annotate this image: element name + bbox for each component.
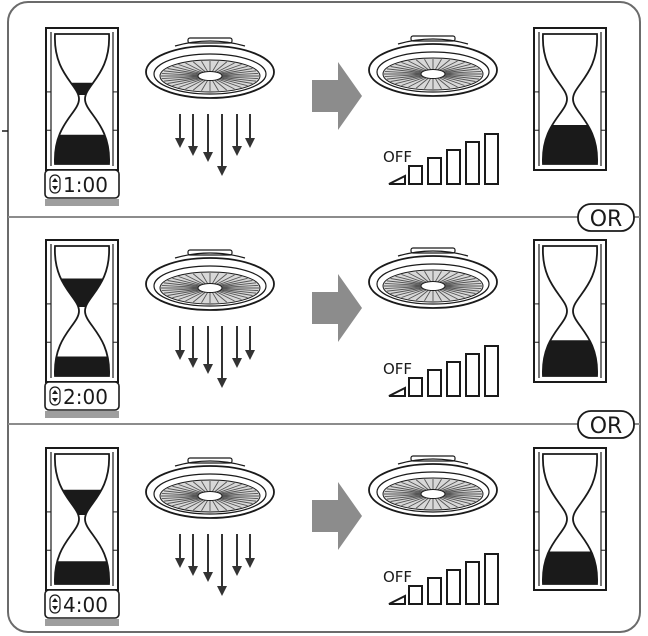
sand-bottom	[542, 125, 598, 164]
divider-1: OR	[8, 203, 640, 232]
hourglass-before-icon	[45, 239, 119, 383]
timer-label: 2:00	[63, 385, 108, 409]
timer-row-1: 1:00 OFF	[44, 27, 607, 206]
sand-bottom	[54, 356, 110, 376]
airflow-arrows-icon	[175, 326, 255, 388]
speed-level-icon	[388, 553, 499, 605]
airflow-arrows-icon	[175, 114, 255, 176]
timer-setting: 1:00	[44, 169, 120, 206]
fan-after-icon	[368, 247, 498, 309]
stepper-icon	[49, 386, 61, 406]
right-arrow-icon	[312, 274, 362, 342]
timer-label: 1:00	[63, 173, 108, 197]
timer-bar	[45, 199, 119, 206]
right-arrow-icon	[312, 482, 362, 550]
hourglass-after-icon	[533, 447, 607, 591]
airflow-arrows-icon	[175, 534, 255, 596]
sand-bottom	[542, 340, 598, 376]
timer-label: 4:00	[63, 593, 108, 617]
timer-bar	[45, 619, 119, 626]
stepper-icon	[49, 594, 61, 614]
sand-bottom	[54, 134, 110, 164]
fan-after-icon	[368, 35, 498, 97]
fan-running-icon	[145, 37, 275, 99]
hourglass-after-icon	[533, 239, 607, 383]
speed-level-icon	[388, 345, 499, 397]
off-label: OFF	[383, 568, 412, 586]
or-label: OR	[590, 414, 623, 439]
sand-bottom	[54, 561, 110, 584]
timer-bar	[45, 411, 119, 418]
right-arrow-icon	[312, 62, 362, 130]
hourglass-before-icon	[45, 27, 119, 171]
fan-running-icon	[145, 457, 275, 519]
off-label: OFF	[383, 360, 412, 378]
timer-setting: 4:00	[44, 589, 120, 626]
hourglass-after-icon	[533, 27, 607, 171]
speed-level-icon	[388, 133, 499, 185]
or-label: OR	[590, 207, 623, 232]
timer-row-3: 4:00 OFF	[44, 447, 607, 626]
stepper-icon	[49, 174, 61, 194]
fan-after-icon	[368, 455, 498, 517]
divider-2: OR	[8, 410, 640, 439]
off-label: OFF	[383, 148, 412, 166]
timer-setting: 2:00	[44, 381, 120, 418]
fan-running-icon	[145, 249, 275, 311]
timer-row-2: 2:00 OFF	[44, 239, 607, 418]
hourglass-before-icon	[45, 447, 119, 591]
sand-bottom	[542, 551, 598, 584]
